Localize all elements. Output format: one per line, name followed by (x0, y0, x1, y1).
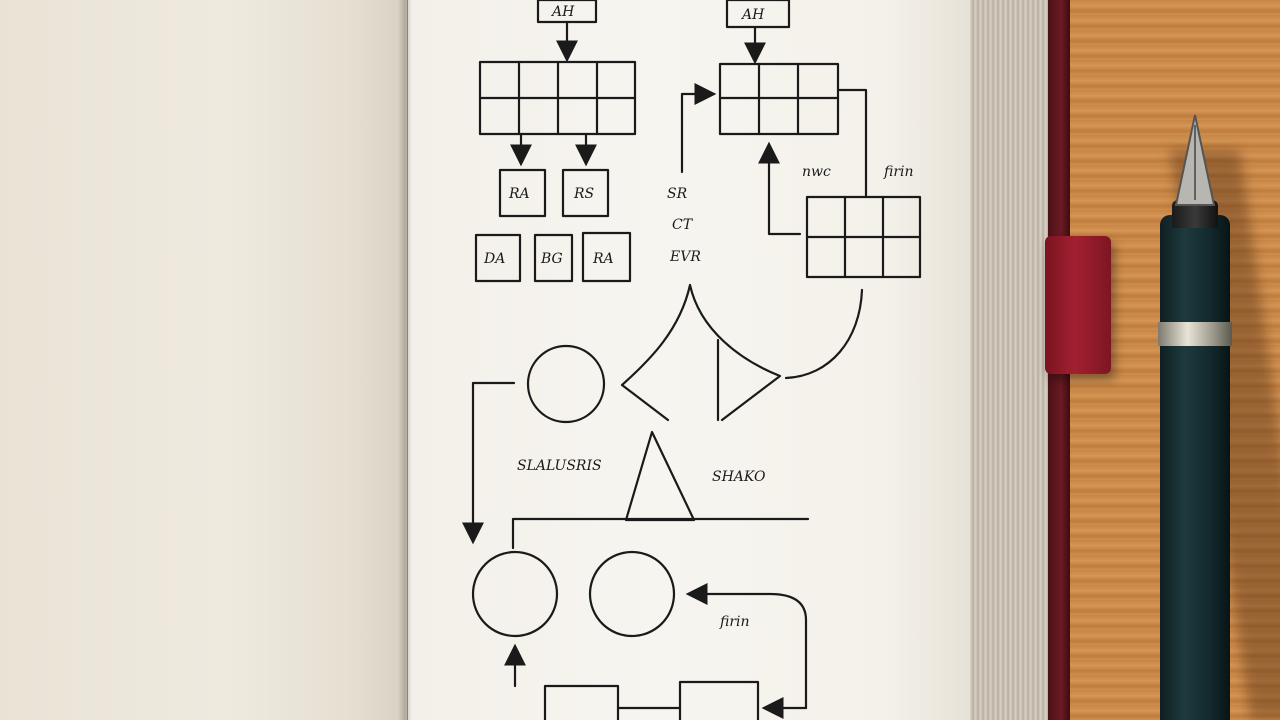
small-box-5 (581, 231, 632, 283)
bottom-circle-right (588, 550, 676, 638)
bottom-box-right (678, 680, 760, 720)
note-top-3: EVR (669, 249, 701, 265)
note-mid-right: SHAKO (712, 469, 766, 485)
small-box-5-label: RA (592, 251, 614, 267)
middle-circle (526, 344, 606, 424)
book-gutter (398, 0, 412, 720)
small-box-2 (561, 168, 610, 218)
bottom-box-left (543, 684, 620, 720)
right-grid (805, 195, 922, 279)
bottom-circle-left (471, 550, 559, 638)
top-right-box (725, 0, 791, 29)
note-right-2: firin (883, 164, 914, 180)
page-edges (970, 0, 1048, 720)
fountain-pen-icon (1160, 215, 1230, 720)
small-triangle (624, 430, 696, 522)
pen-ring (1158, 322, 1232, 346)
small-box-1-label: RA (508, 186, 530, 202)
curved-triangle (620, 283, 782, 422)
top-left-grid (478, 60, 637, 136)
note-top-2: CT (672, 217, 694, 233)
note-right-1: nwc (802, 164, 831, 180)
note-top-1: SR (667, 186, 688, 202)
top-right-grid (718, 62, 840, 136)
note-mid-left: SLALUSRIS (517, 458, 602, 474)
ribbon-bookmark-icon (1045, 236, 1111, 374)
small-box-4-label: BG (540, 251, 563, 267)
small-box-1 (498, 168, 547, 218)
top-right-box-label: AH (740, 7, 765, 23)
left-page (0, 0, 407, 720)
small-box-3-label: DA (483, 251, 505, 267)
note-bottom: firin (719, 614, 750, 630)
top-left-box-label: AH (550, 4, 575, 20)
small-box-3 (474, 233, 522, 283)
small-box-2-label: RS (573, 186, 594, 202)
small-box-4 (533, 233, 574, 283)
